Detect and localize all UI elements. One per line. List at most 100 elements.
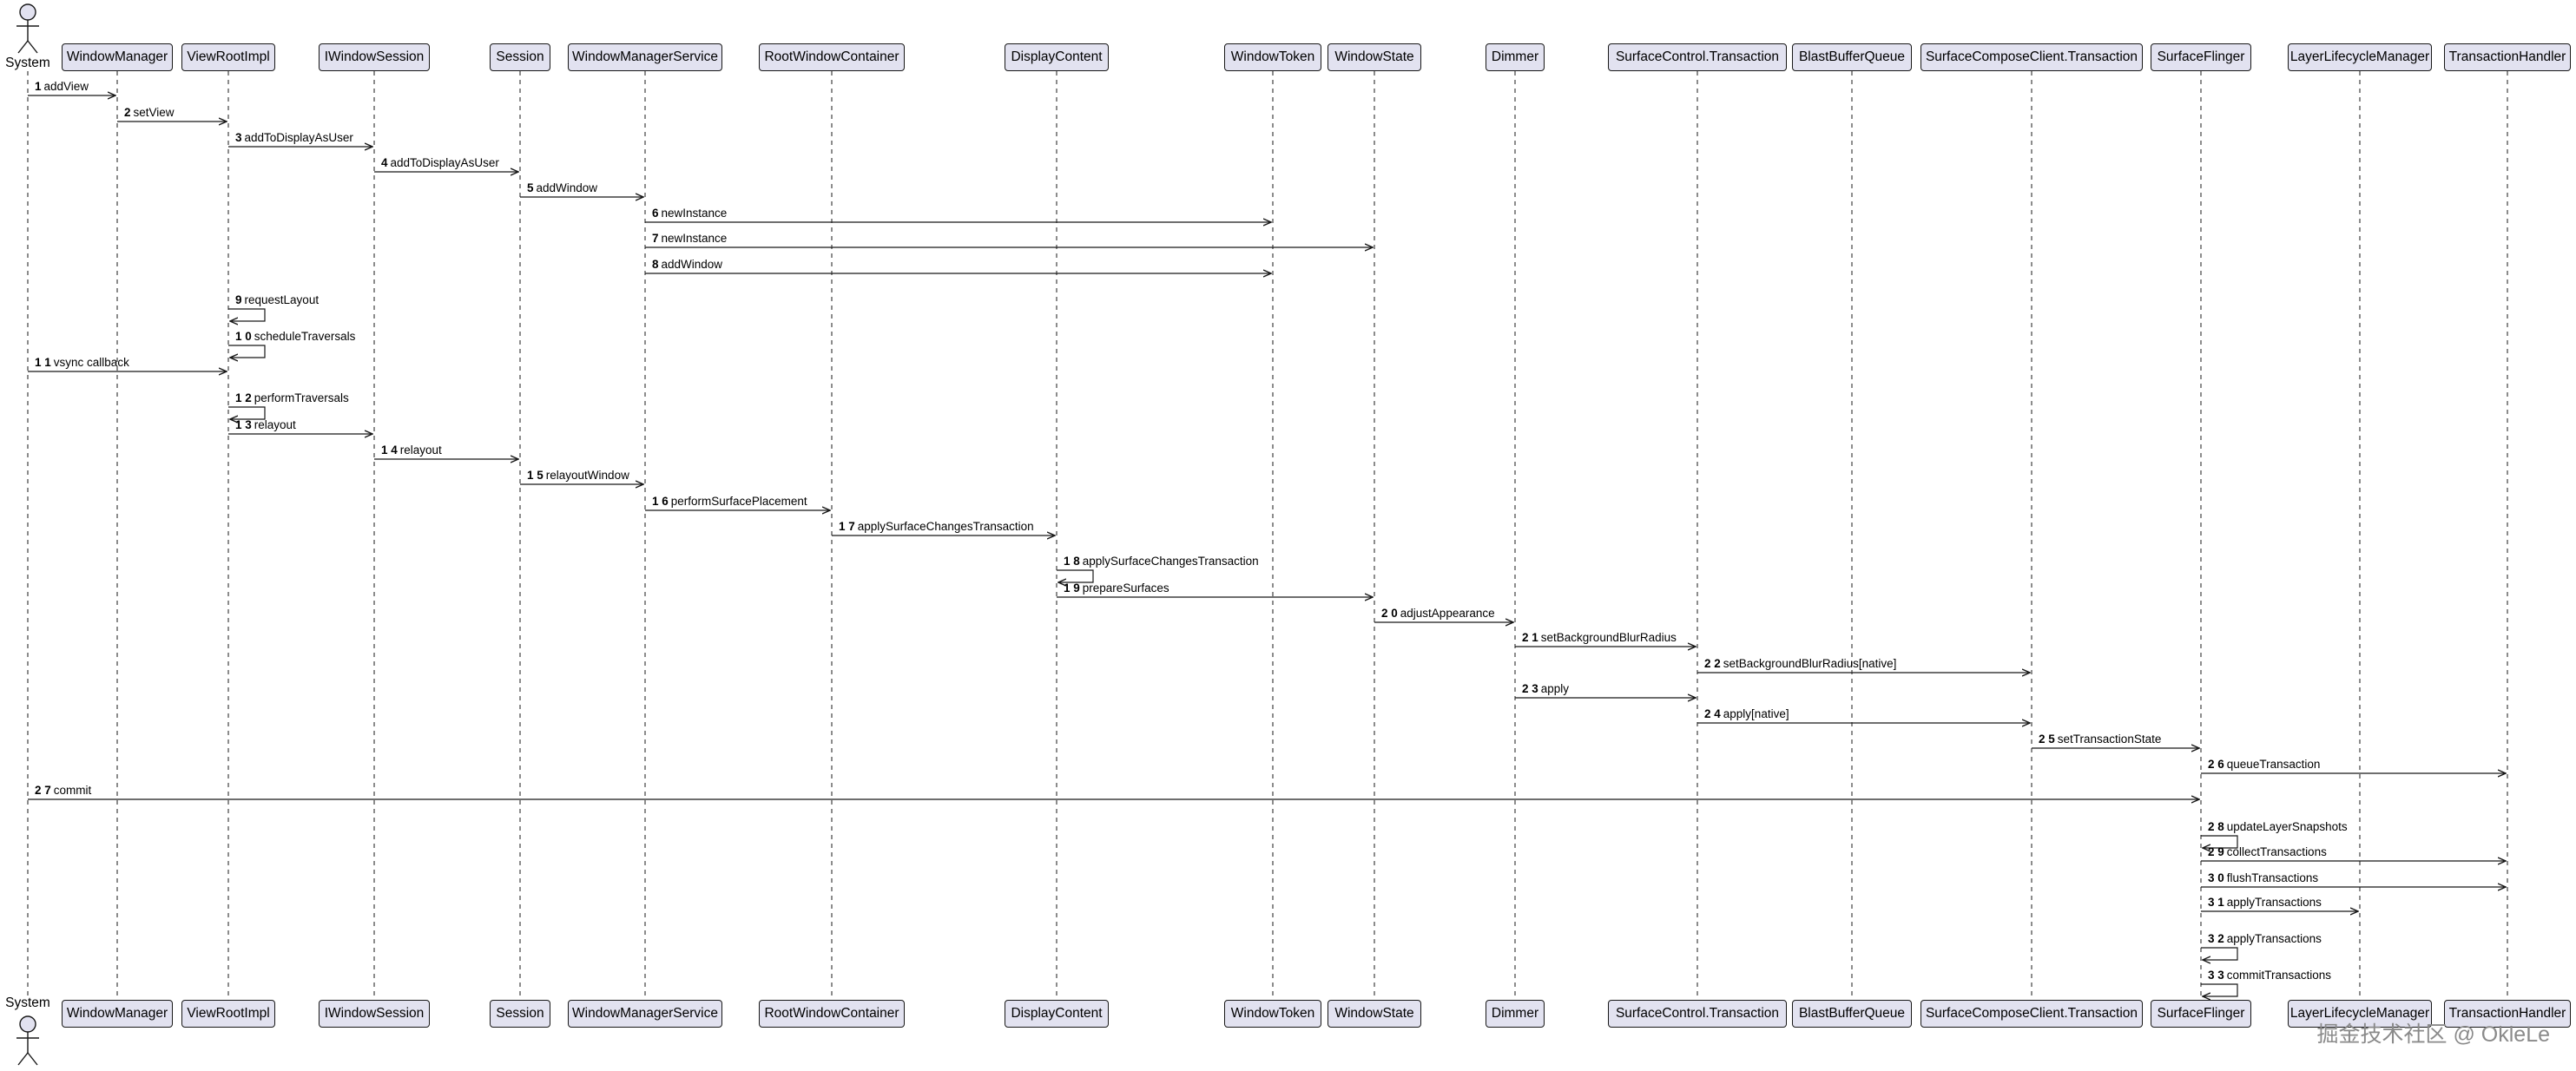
message-text: setView: [133, 106, 175, 119]
participant-WindowManager-bottom: WindowManager: [62, 1000, 173, 1028]
message-text: scheduleTraversals: [254, 330, 356, 343]
message-number: 1 5: [527, 469, 544, 482]
participant-BlastBufferQueue-top: BlastBufferQueue: [1792, 43, 1912, 71]
message-text: addView: [43, 80, 89, 93]
message-number: 1: [35, 80, 42, 93]
participant-WindowState-top: WindowState: [1328, 43, 1421, 71]
message-text: performTraversals: [254, 391, 349, 404]
message-number: 1 7: [839, 520, 855, 533]
message-number: 1 8: [1064, 555, 1080, 568]
participant-WindowToken-bottom: WindowToken: [1224, 1000, 1321, 1028]
message-text: queueTransaction: [2226, 758, 2321, 771]
message-number: 4: [381, 156, 388, 169]
participant-LayerLifecycleManager-top: LayerLifecycleManager: [2288, 43, 2432, 71]
participant-SurfaceFlinger-top: SurfaceFlinger: [2151, 43, 2251, 71]
participant-Dimmer-bottom: Dimmer: [1486, 1000, 1545, 1028]
message-number: 2 6: [2208, 758, 2224, 771]
participant-TransactionHandler-bottom: TransactionHandler: [2444, 1000, 2571, 1028]
message-text: performSurfacePlacement: [670, 495, 807, 508]
message-text: setBackgroundBlurRadius[native]: [1723, 657, 1897, 670]
message-arrow-32: [2201, 947, 2238, 960]
message-text: requestLayout: [244, 293, 320, 306]
participant-IWindowSession-top: IWindowSession: [319, 43, 430, 71]
participant-WindowManager-top: WindowManager: [62, 43, 173, 71]
message-text: relayout: [254, 418, 296, 431]
participant-ViewRootImpl-bottom: ViewRootImpl: [181, 1000, 275, 1028]
message-text: addWindow: [536, 181, 598, 194]
message-text: updateLayerSnapshots: [2226, 820, 2348, 833]
participant-SurfaceComposeClientTransaction-top: SurfaceComposeClient.Transaction: [1920, 43, 2143, 71]
participant-SurfaceFlinger-bottom: SurfaceFlinger: [2151, 1000, 2251, 1028]
actor-figure-top: [16, 3, 39, 54]
message-text: collectTransactions: [2226, 845, 2327, 858]
participant-System-bottom: System: [5, 995, 50, 1010]
message-text: addToDisplayAsUser: [244, 131, 353, 144]
participant-SurfaceControlTransaction-top: SurfaceControl.Transaction: [1608, 43, 1787, 71]
message-number: 3 2: [2208, 932, 2224, 945]
participant-WindowManagerService-bottom: WindowManagerService: [568, 1000, 722, 1028]
message-number: 1 2: [235, 391, 252, 404]
participant-RootWindowContainer-bottom: RootWindowContainer: [759, 1000, 905, 1028]
participant-WindowState-bottom: WindowState: [1328, 1000, 1421, 1028]
message-number: 2 3: [1522, 682, 1538, 695]
participant-SurfaceControlTransaction-bottom: SurfaceControl.Transaction: [1608, 1000, 1787, 1028]
message-text: adjustAppearance: [1400, 607, 1495, 620]
message-number: 2 9: [2208, 845, 2224, 858]
message-text: flushTransactions: [2226, 871, 2319, 884]
participant-Dimmer-top: Dimmer: [1486, 43, 1545, 71]
message-arrow-9: [228, 308, 266, 321]
message-number: 3 1: [2208, 896, 2224, 909]
message-arrow-12: [228, 406, 266, 419]
message-number: 3 3: [2208, 969, 2224, 982]
actor-figure-bottom: [16, 1015, 39, 1066]
message-number: 2 0: [1381, 607, 1398, 620]
participant-ViewRootImpl-top: ViewRootImpl: [181, 43, 275, 71]
participant-DisplayContent-top: DisplayContent: [1005, 43, 1109, 71]
participant-System-top: System: [5, 56, 50, 70]
message-arrow-33: [2201, 983, 2238, 996]
participant-WindowManagerService-top: WindowManagerService: [568, 43, 722, 71]
message-number: 2 4: [1704, 707, 1721, 720]
participant-LayerLifecycleManager-bottom: LayerLifecycleManager: [2288, 1000, 2432, 1028]
message-arrow-28: [2201, 835, 2238, 848]
watermark: 掘金技术社区 @ OkleLe: [2316, 1022, 2550, 1047]
message-number: 3 0: [2208, 871, 2224, 884]
message-number: 1 1: [35, 356, 51, 369]
participant-Session-bottom: Session: [490, 1000, 550, 1028]
message-number: 1 3: [235, 418, 252, 431]
message-arrow-10: [228, 345, 266, 358]
message-number: 2: [124, 106, 131, 119]
message-text: applySurfaceChangesTransaction: [857, 520, 1034, 533]
message-text: relayout: [399, 444, 442, 457]
participant-Session-top: Session: [490, 43, 550, 71]
message-number: 3: [235, 131, 242, 144]
message-text: addWindow: [661, 258, 723, 271]
message-text: commit: [53, 784, 92, 797]
message-text: vsync callback: [53, 356, 129, 369]
message-text: addToDisplayAsUser: [390, 156, 499, 169]
message-text: applyTransactions: [2226, 932, 2322, 945]
